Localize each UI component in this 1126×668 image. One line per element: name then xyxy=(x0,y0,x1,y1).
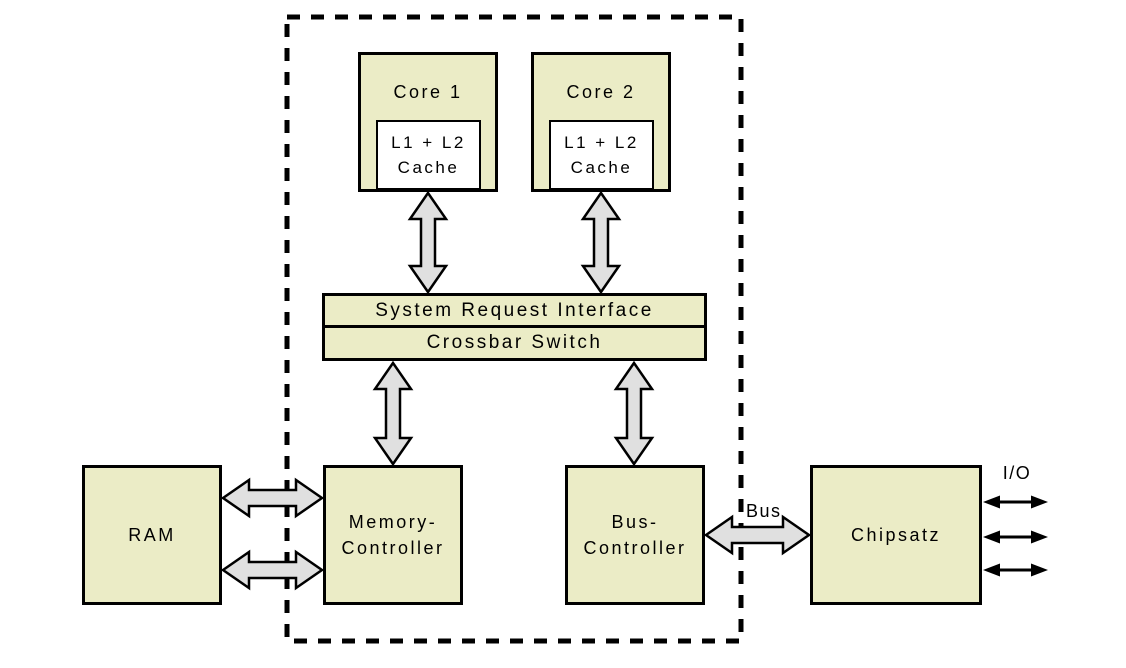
bus-label: Bus xyxy=(746,501,782,521)
chipset-io-arrow-1 xyxy=(983,495,1048,509)
cache2-box: L1 + L2 Cache xyxy=(549,120,654,190)
system-request-interface-label: System Request Interface xyxy=(375,299,654,321)
cache1-label-line2: Cache xyxy=(397,158,460,177)
cache2-label-line1: L1 + L2 xyxy=(564,133,639,152)
bus-controller-chipset-arrow xyxy=(703,514,812,556)
crossbar-memory-controller-arrow xyxy=(372,360,414,467)
memory-controller-box: Memory- Controller xyxy=(323,465,463,605)
cache2-sri-arrow xyxy=(580,190,622,295)
crossbar-bus-controller-arrow xyxy=(613,360,655,467)
cache1-sri-arrow xyxy=(407,190,449,295)
bus-controller-box: Bus- Controller xyxy=(565,465,705,605)
crossbar-switch-box: Crossbar Switch xyxy=(322,325,707,361)
system-request-interface-box: System Request Interface xyxy=(322,293,707,328)
chipset-label: Chipsatz xyxy=(850,525,942,545)
ram-box: RAM xyxy=(82,465,222,605)
cpu-die-boundary xyxy=(284,14,744,644)
memory-controller-label-line1: Memory- xyxy=(348,512,438,532)
ram-memory-controller-arrow-bottom xyxy=(220,549,325,591)
bus-controller-label-line2: Controller xyxy=(583,538,687,558)
chipset-io-arrow-3 xyxy=(983,563,1048,577)
cache1-label-line1: L1 + L2 xyxy=(391,133,466,152)
cache1-box: L1 + L2 Cache xyxy=(376,120,481,190)
memory-controller-label-line2: Controller xyxy=(341,538,445,558)
crossbar-switch-label: Crossbar Switch xyxy=(426,332,603,353)
bus-controller-label-line1: Bus- xyxy=(611,512,659,532)
chipset-io-arrow-2 xyxy=(983,530,1048,544)
io-label: I/O xyxy=(1002,463,1032,483)
ram-memory-controller-arrow-top xyxy=(220,477,325,519)
core1-label: Core 1 xyxy=(393,82,463,102)
cache2-label-line2: Cache xyxy=(570,158,633,177)
core2-label: Core 2 xyxy=(566,82,636,102)
chipset-box: Chipsatz xyxy=(810,465,982,605)
ram-label: RAM xyxy=(128,525,176,545)
